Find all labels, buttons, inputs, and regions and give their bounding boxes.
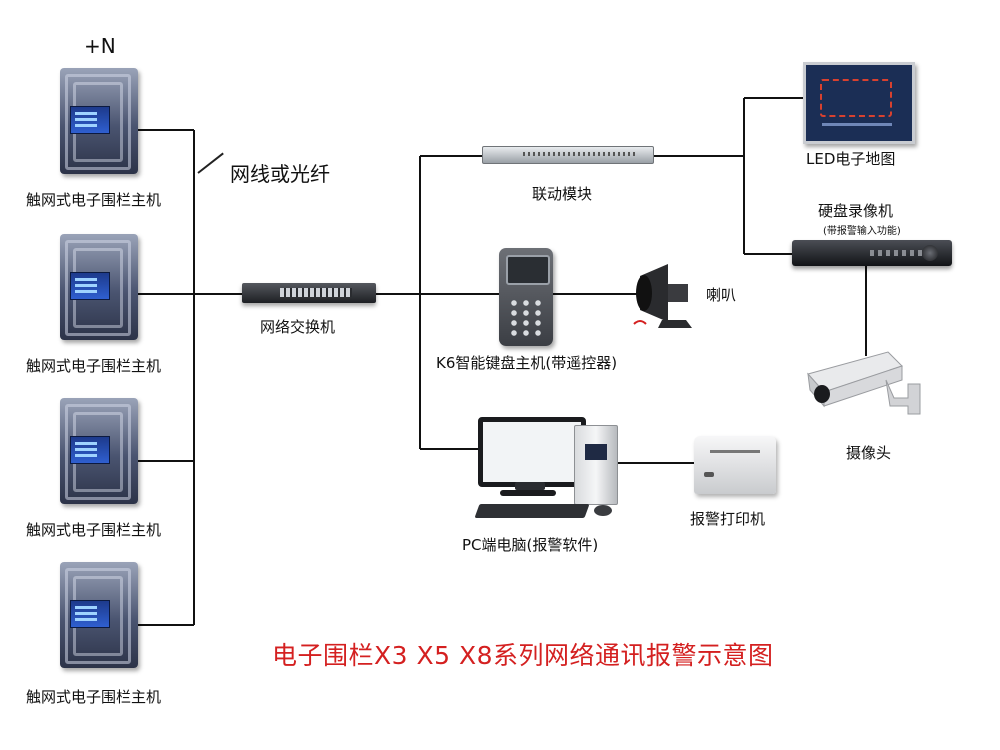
- pc-label: PC端电脑(报警软件): [462, 536, 599, 554]
- speaker-icon: [633, 264, 692, 328]
- printer-label: 报警打印机: [690, 510, 766, 528]
- keyboard-icon: [474, 504, 590, 518]
- diagram-title: 电子围栏X3 X5 X8系列网络通讯报警示意图: [272, 641, 774, 670]
- dvr-label: 硬盘录像机: [818, 202, 894, 220]
- keyboard-label: K6智能键盘主机(带遥控器): [436, 354, 618, 372]
- monitor-icon: [478, 417, 586, 487]
- led-map-icon: [803, 62, 915, 144]
- fence-host-label: 触网式电子围栏主机: [26, 521, 162, 539]
- switch-label: 网络交换机: [260, 318, 336, 336]
- dvr-sublabel: (带报警输入功能): [823, 226, 901, 237]
- speaker-label: 喇叭: [706, 286, 737, 304]
- fence-host-label: 触网式电子围栏主机: [26, 688, 162, 706]
- monitor-base: [500, 490, 556, 496]
- fence-host-icon: [60, 398, 138, 504]
- linkage-module-icon: [482, 146, 654, 164]
- network-switch-icon: [242, 283, 376, 303]
- fence-host-icon: [60, 562, 138, 668]
- camera-icon: [807, 351, 921, 415]
- fence-host-label: 触网式电子围栏主机: [26, 191, 162, 209]
- monitor-stand: [515, 482, 545, 490]
- cable-label: 网线或光纤: [230, 162, 330, 186]
- count-label: +N: [84, 34, 116, 58]
- keyboard-host-icon: [499, 248, 553, 346]
- fence-host-icon: [60, 234, 138, 340]
- linkage-label: 联动模块: [532, 185, 593, 203]
- led-map-label: LED电子地图: [806, 150, 896, 168]
- pc-tower-icon: [574, 425, 618, 505]
- fence-host-icon: [60, 68, 138, 174]
- fence-host-label: 触网式电子围栏主机: [26, 357, 162, 375]
- printer-icon: [694, 436, 776, 494]
- mouse-icon: [594, 505, 612, 516]
- dvr-icon: [792, 240, 952, 266]
- camera-label: 摄像头: [846, 444, 892, 462]
